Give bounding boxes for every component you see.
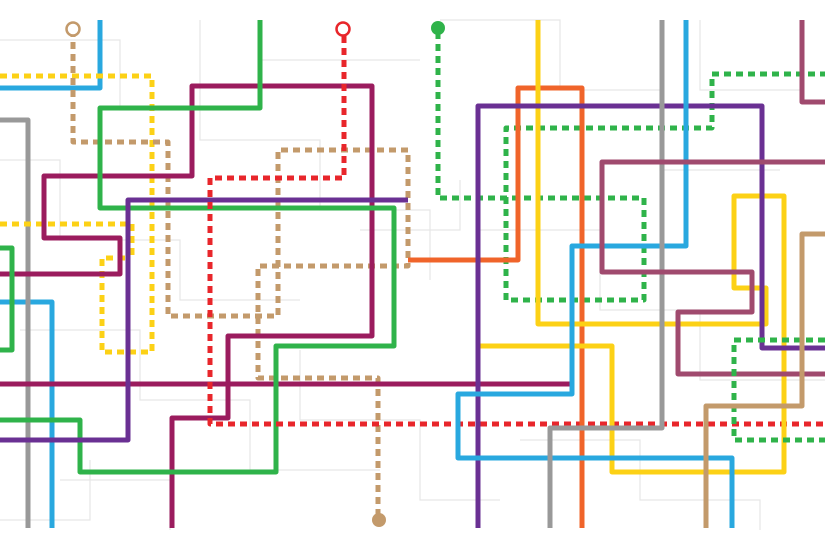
tan-line-right bbox=[703, 231, 825, 528]
tan-station-icon bbox=[65, 21, 81, 37]
magenta-line-upper bbox=[0, 83, 375, 528]
mauve-line-top bbox=[799, 20, 825, 105]
yellow-dashed-line-left bbox=[0, 221, 135, 260]
gray-line-left bbox=[0, 117, 31, 528]
yellow-dashed-line-top bbox=[0, 73, 155, 355]
background-pattern bbox=[0, 19, 825, 530]
green-station-icon bbox=[431, 21, 445, 35]
gray-line-right bbox=[547, 20, 665, 528]
green-dashed-line-center bbox=[435, 32, 825, 303]
purple-line-right bbox=[475, 103, 825, 528]
red-dashed-line bbox=[207, 36, 825, 427]
green-line-main bbox=[0, 20, 397, 475]
tan-dashed-line-left bbox=[70, 30, 411, 520]
mauve-line-right bbox=[599, 159, 825, 377]
blue-line-top-left bbox=[0, 20, 103, 91]
blue-line-left bbox=[0, 299, 55, 528]
purple-line-left bbox=[0, 197, 408, 443]
red-station-icon bbox=[335, 21, 351, 37]
orange-line bbox=[408, 85, 585, 528]
blue-line-right bbox=[455, 20, 735, 528]
tan-end-station-icon bbox=[372, 513, 386, 527]
green-line-left bbox=[0, 245, 15, 353]
